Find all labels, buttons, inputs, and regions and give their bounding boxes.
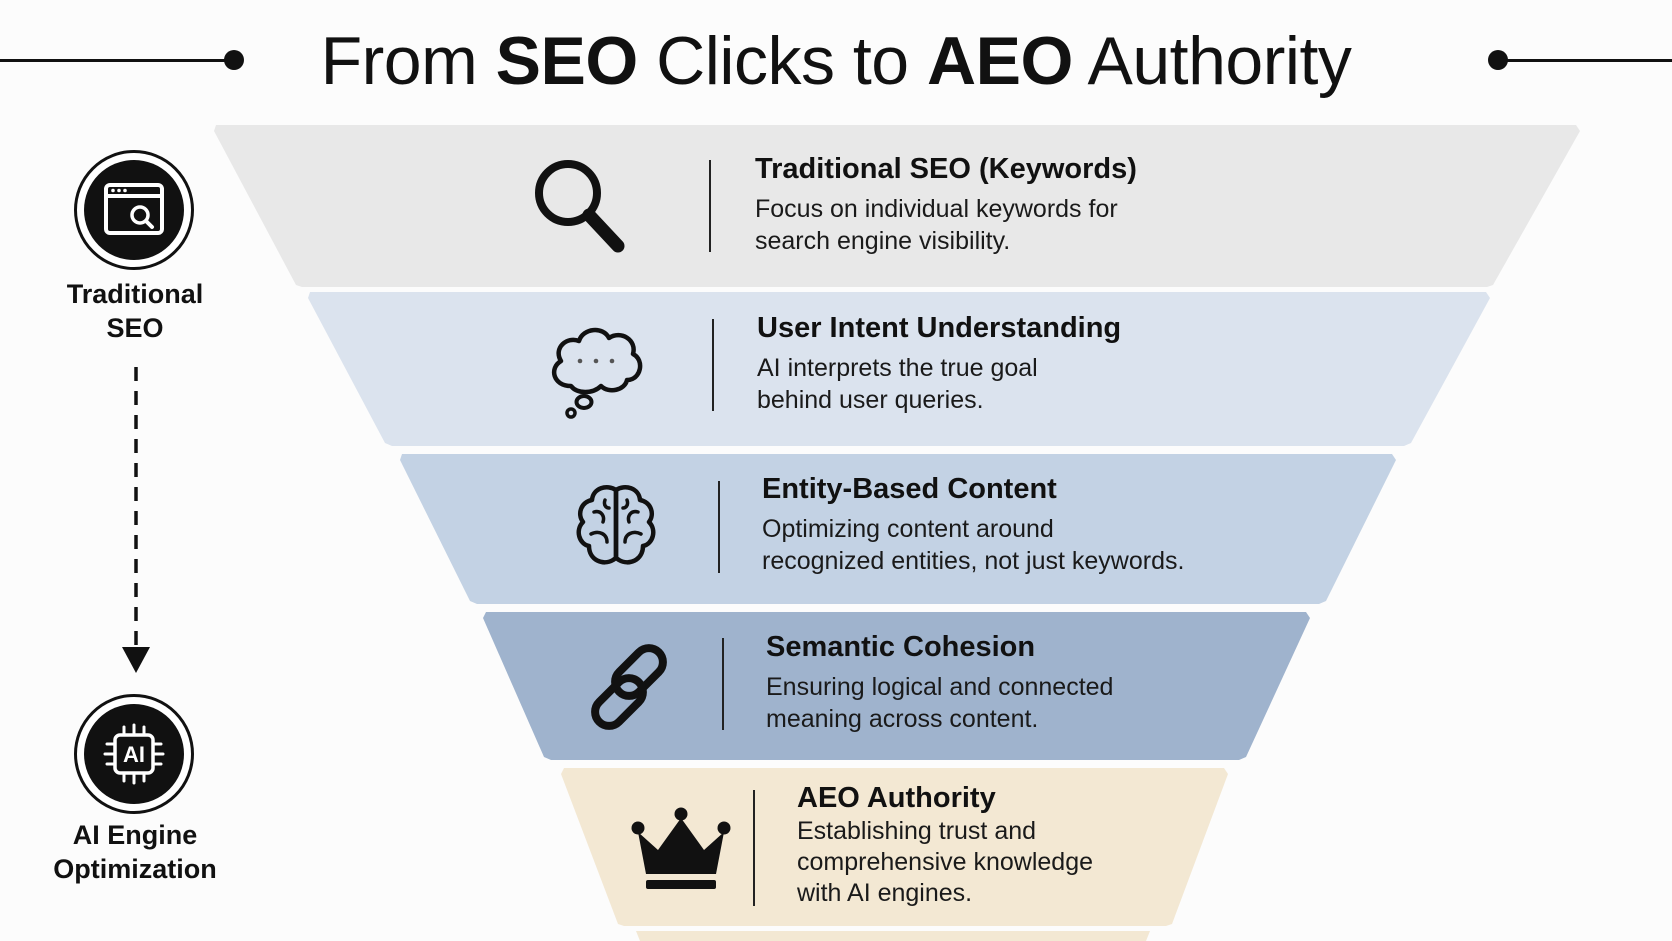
funnel-layer-aeo-authority: AEO Authority Establishing trust and com… bbox=[0, 768, 1672, 941]
traditional-seo-label: Traditional SEO bbox=[40, 277, 230, 345]
title-rule-right-dot bbox=[1488, 50, 1508, 70]
title-aeo: AEO bbox=[927, 23, 1073, 99]
layer-heading: Traditional SEO (Keywords) bbox=[755, 153, 1137, 185]
crown-icon bbox=[626, 798, 736, 908]
layer-description: Optimizing content around recognized ent… bbox=[762, 513, 1382, 577]
layer-divider bbox=[709, 160, 711, 252]
layer-description: Focus on individual keywords for search … bbox=[755, 193, 1315, 257]
layer-description: AI interprets the true goal behind user … bbox=[757, 352, 1317, 416]
layer-divider bbox=[712, 319, 714, 411]
funnel-band bbox=[400, 454, 1396, 604]
layer-description-line2: recognized entities, not just keywords. bbox=[762, 547, 1185, 575]
title-rule-left-dot bbox=[224, 50, 244, 70]
title-rule-left bbox=[0, 59, 230, 62]
ai-engine-badge: AI bbox=[74, 694, 194, 814]
layer-description-line2: comprehensive knowledge bbox=[797, 848, 1094, 876]
layer-description-line2: behind user queries. bbox=[757, 386, 984, 414]
title-prefix: From bbox=[320, 23, 496, 99]
layer-text: Traditional SEO (Keywords) Focus on indi… bbox=[755, 151, 1315, 257]
layer-description-line1: AI interprets the true goal bbox=[757, 354, 1038, 382]
layer-description-line2: search engine visibility. bbox=[755, 227, 1011, 255]
funnel-layer-entity-based: Entity-Based Content Optimizing content … bbox=[0, 454, 1672, 604]
title-rule-right bbox=[1496, 59, 1672, 62]
title-suffix: Authority bbox=[1072, 23, 1352, 99]
progression-arrow bbox=[122, 367, 150, 673]
layer-text: Entity-Based Content Optimizing content … bbox=[762, 471, 1382, 577]
funnel-band bbox=[561, 768, 1228, 941]
layer-text: AEO Authority Establishing trust and com… bbox=[797, 780, 1357, 909]
layer-text: Semantic Cohesion Ensuring logical and c… bbox=[766, 629, 1326, 735]
chain-link-icon bbox=[579, 634, 689, 744]
funnel-layer-traditional-seo: Traditional SEO (Keywords) Focus on indi… bbox=[0, 125, 1672, 287]
title-seo: SEO bbox=[495, 23, 639, 99]
layer-description-line1: Optimizing content around bbox=[762, 515, 1054, 543]
page-title: From SEO Clicks to AEO Authority bbox=[0, 18, 1672, 104]
layer-divider bbox=[753, 790, 755, 906]
ai-engine-label: AI Engine Optimization bbox=[20, 818, 250, 886]
magnifier-icon bbox=[521, 149, 631, 259]
layer-divider bbox=[722, 638, 724, 730]
layer-text: User Intent Understanding AI interprets … bbox=[757, 310, 1317, 416]
funnel-band bbox=[483, 612, 1310, 760]
layer-description: Ensuring logical and connected meaning a… bbox=[766, 671, 1326, 735]
brain-icon bbox=[561, 474, 671, 584]
layer-heading: Entity-Based Content bbox=[762, 473, 1057, 505]
title-middle: Clicks to bbox=[637, 23, 927, 99]
browser-search-icon bbox=[104, 183, 164, 235]
ai-chip-icon: AI bbox=[103, 723, 165, 785]
layer-description-line3: with AI engines. bbox=[797, 879, 973, 907]
layer-description: Establishing trust and comprehensive kno… bbox=[797, 816, 1357, 909]
funnel-layer-user-intent: User Intent Understanding AI interprets … bbox=[0, 292, 1672, 446]
layer-description-line2: meaning across content. bbox=[766, 705, 1039, 733]
ai-engine-label-line2: Optimization bbox=[53, 854, 217, 884]
layer-heading: AEO Authority bbox=[797, 782, 996, 814]
traditional-seo-label-line2: SEO bbox=[106, 313, 164, 343]
layer-description-line1: Establishing trust and bbox=[797, 817, 1037, 845]
layer-heading: User Intent Understanding bbox=[757, 312, 1122, 344]
layer-heading: Semantic Cohesion bbox=[766, 631, 1036, 663]
traditional-seo-label-line1: Traditional bbox=[66, 279, 204, 309]
thought-bubble-icon bbox=[541, 316, 651, 426]
layer-divider bbox=[718, 481, 720, 573]
chip-text: AI bbox=[123, 742, 145, 767]
layer-description-line1: Focus on individual keywords for bbox=[755, 195, 1118, 223]
traditional-seo-badge bbox=[74, 150, 194, 270]
layer-description-line1: Ensuring logical and connected bbox=[766, 673, 1114, 701]
ai-engine-label-line1: AI Engine bbox=[72, 820, 198, 850]
funnel-layer-semantic-cohesion: Semantic Cohesion Ensuring logical and c… bbox=[0, 612, 1672, 760]
